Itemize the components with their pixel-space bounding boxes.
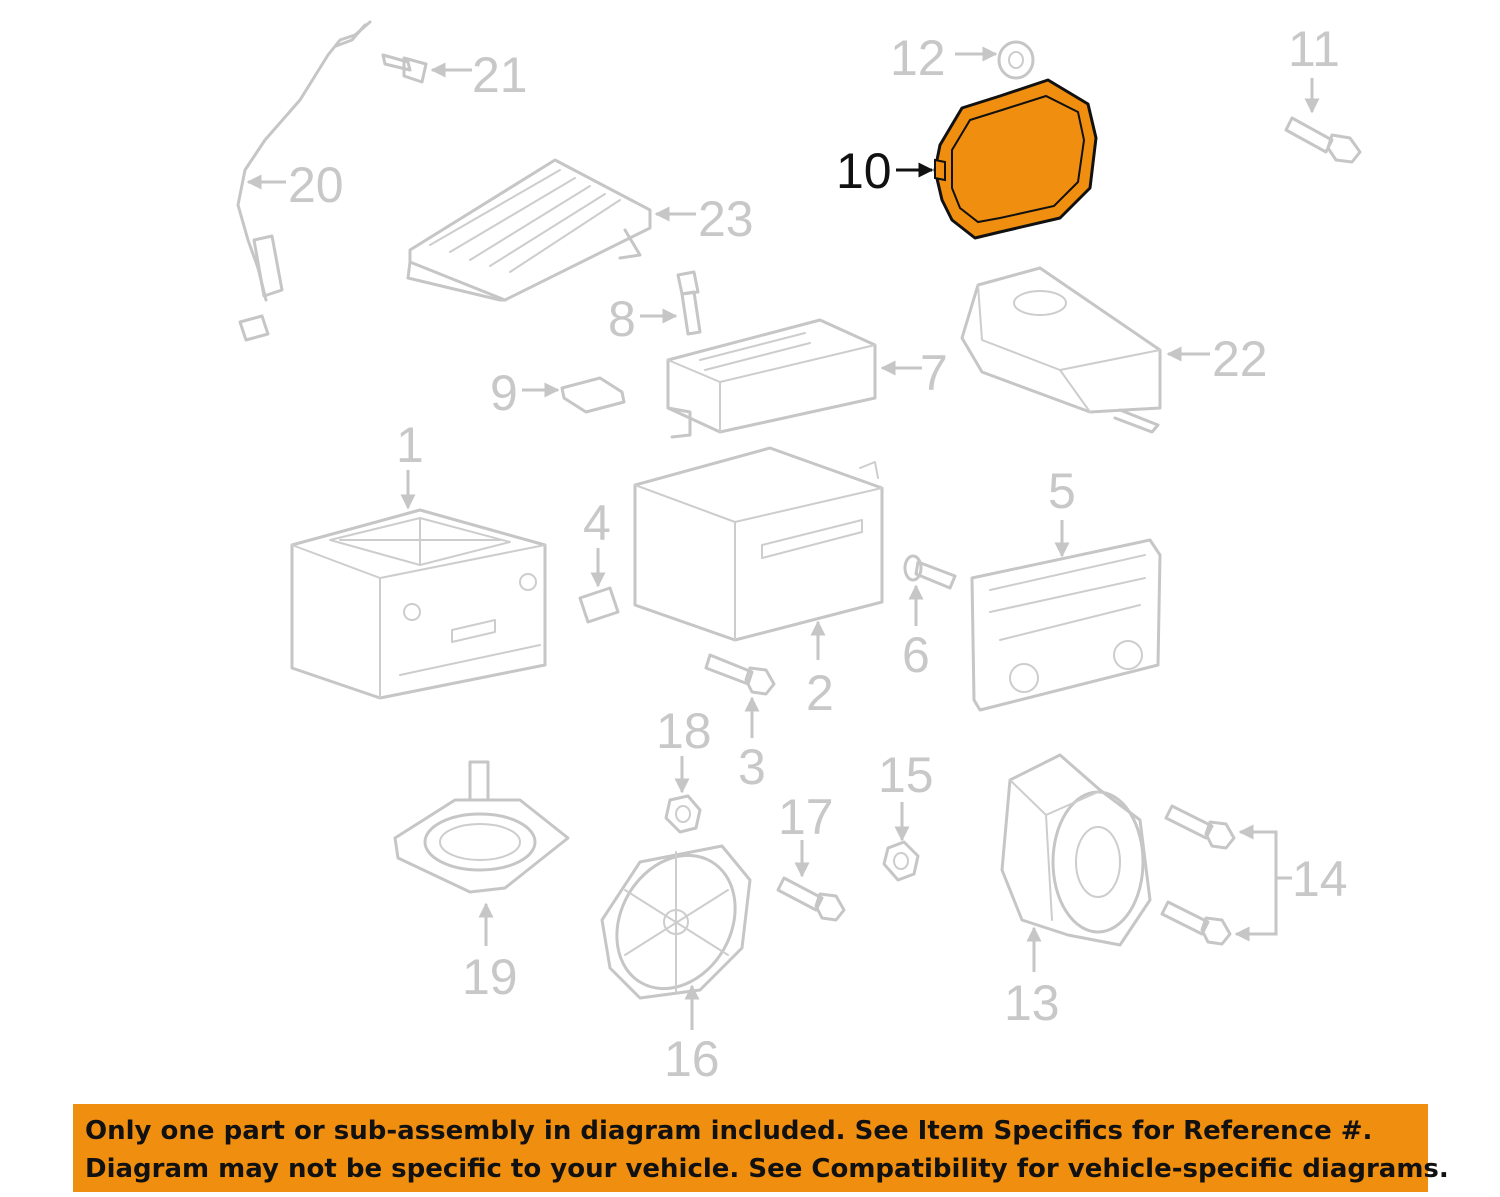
part-3-bolt[interactable] bbox=[704, 653, 776, 696]
part-9-sensor[interactable] bbox=[560, 376, 626, 414]
part-6-screw[interactable] bbox=[903, 554, 957, 590]
callout-18: 18 bbox=[656, 703, 712, 759]
disclaimer-line-2: Diagram may not be specific to your vehi… bbox=[85, 1154, 1449, 1184]
callout-2: 2 bbox=[806, 665, 834, 721]
callout-23: 23 bbox=[698, 191, 754, 247]
part-4-module[interactable] bbox=[578, 586, 620, 624]
callout-20: 20 bbox=[288, 157, 344, 213]
part-12-nut[interactable] bbox=[997, 40, 1035, 80]
part-21-clip[interactable] bbox=[381, 53, 428, 84]
callout-11: 11 bbox=[1288, 21, 1340, 77]
part-11-bolt[interactable] bbox=[1284, 116, 1362, 164]
part-19-tweeter[interactable] bbox=[393, 760, 570, 894]
callout-4: 4 bbox=[583, 495, 611, 551]
callout-15: 15 bbox=[878, 747, 934, 803]
part-16-speaker[interactable] bbox=[593, 834, 758, 1010]
callout-5: 5 bbox=[1048, 463, 1076, 519]
callout-1: 1 bbox=[396, 417, 424, 473]
callout-10: 10 bbox=[836, 143, 892, 199]
part-13-speaker[interactable] bbox=[1000, 753, 1152, 947]
callout-9: 9 bbox=[490, 365, 518, 421]
callout-22: 22 bbox=[1212, 331, 1268, 387]
disclaimer-banner: Only one part or sub-assembly in diagram… bbox=[73, 1104, 1449, 1192]
callout-8: 8 bbox=[608, 291, 636, 347]
callout-7: 7 bbox=[920, 345, 948, 401]
part-22-control-module[interactable] bbox=[960, 266, 1162, 434]
callout-21: 21 bbox=[472, 47, 528, 103]
disclaimer-line-1: Only one part or sub-assembly in diagram… bbox=[85, 1116, 1373, 1146]
part-2-nav-unit[interactable] bbox=[633, 446, 884, 642]
callout-12: 12 bbox=[890, 30, 946, 86]
callout-6: 6 bbox=[902, 627, 930, 683]
part-18-nut[interactable] bbox=[664, 794, 702, 834]
part-17-bolt[interactable] bbox=[776, 876, 846, 922]
part-5-faceplate[interactable] bbox=[970, 538, 1162, 712]
part-8-bolt[interactable] bbox=[676, 270, 702, 336]
callout-16: 16 bbox=[664, 1031, 720, 1087]
part-14-bolts[interactable] bbox=[1160, 804, 1236, 946]
callout-19: 19 bbox=[462, 949, 518, 1005]
callout-13: 13 bbox=[1004, 975, 1060, 1031]
part-23-amplifier[interactable] bbox=[406, 158, 652, 302]
callout-17: 17 bbox=[778, 789, 834, 845]
part-15-nut[interactable] bbox=[882, 840, 920, 882]
callout-arrow-14b bbox=[1234, 878, 1278, 942]
part-10-speaker-bracket[interactable] bbox=[933, 78, 1098, 240]
callout-14: 14 bbox=[1292, 851, 1348, 907]
part-7-cd-changer[interactable] bbox=[666, 318, 877, 439]
callout-arrow-14a bbox=[1238, 824, 1278, 878]
callout-3: 3 bbox=[738, 739, 766, 795]
parts-diagram: 10 12 11 21 20 23 8 bbox=[236, 20, 1362, 1087]
part-20-antenna-cable[interactable] bbox=[236, 20, 372, 342]
part-1-radio[interactable] bbox=[290, 508, 547, 700]
